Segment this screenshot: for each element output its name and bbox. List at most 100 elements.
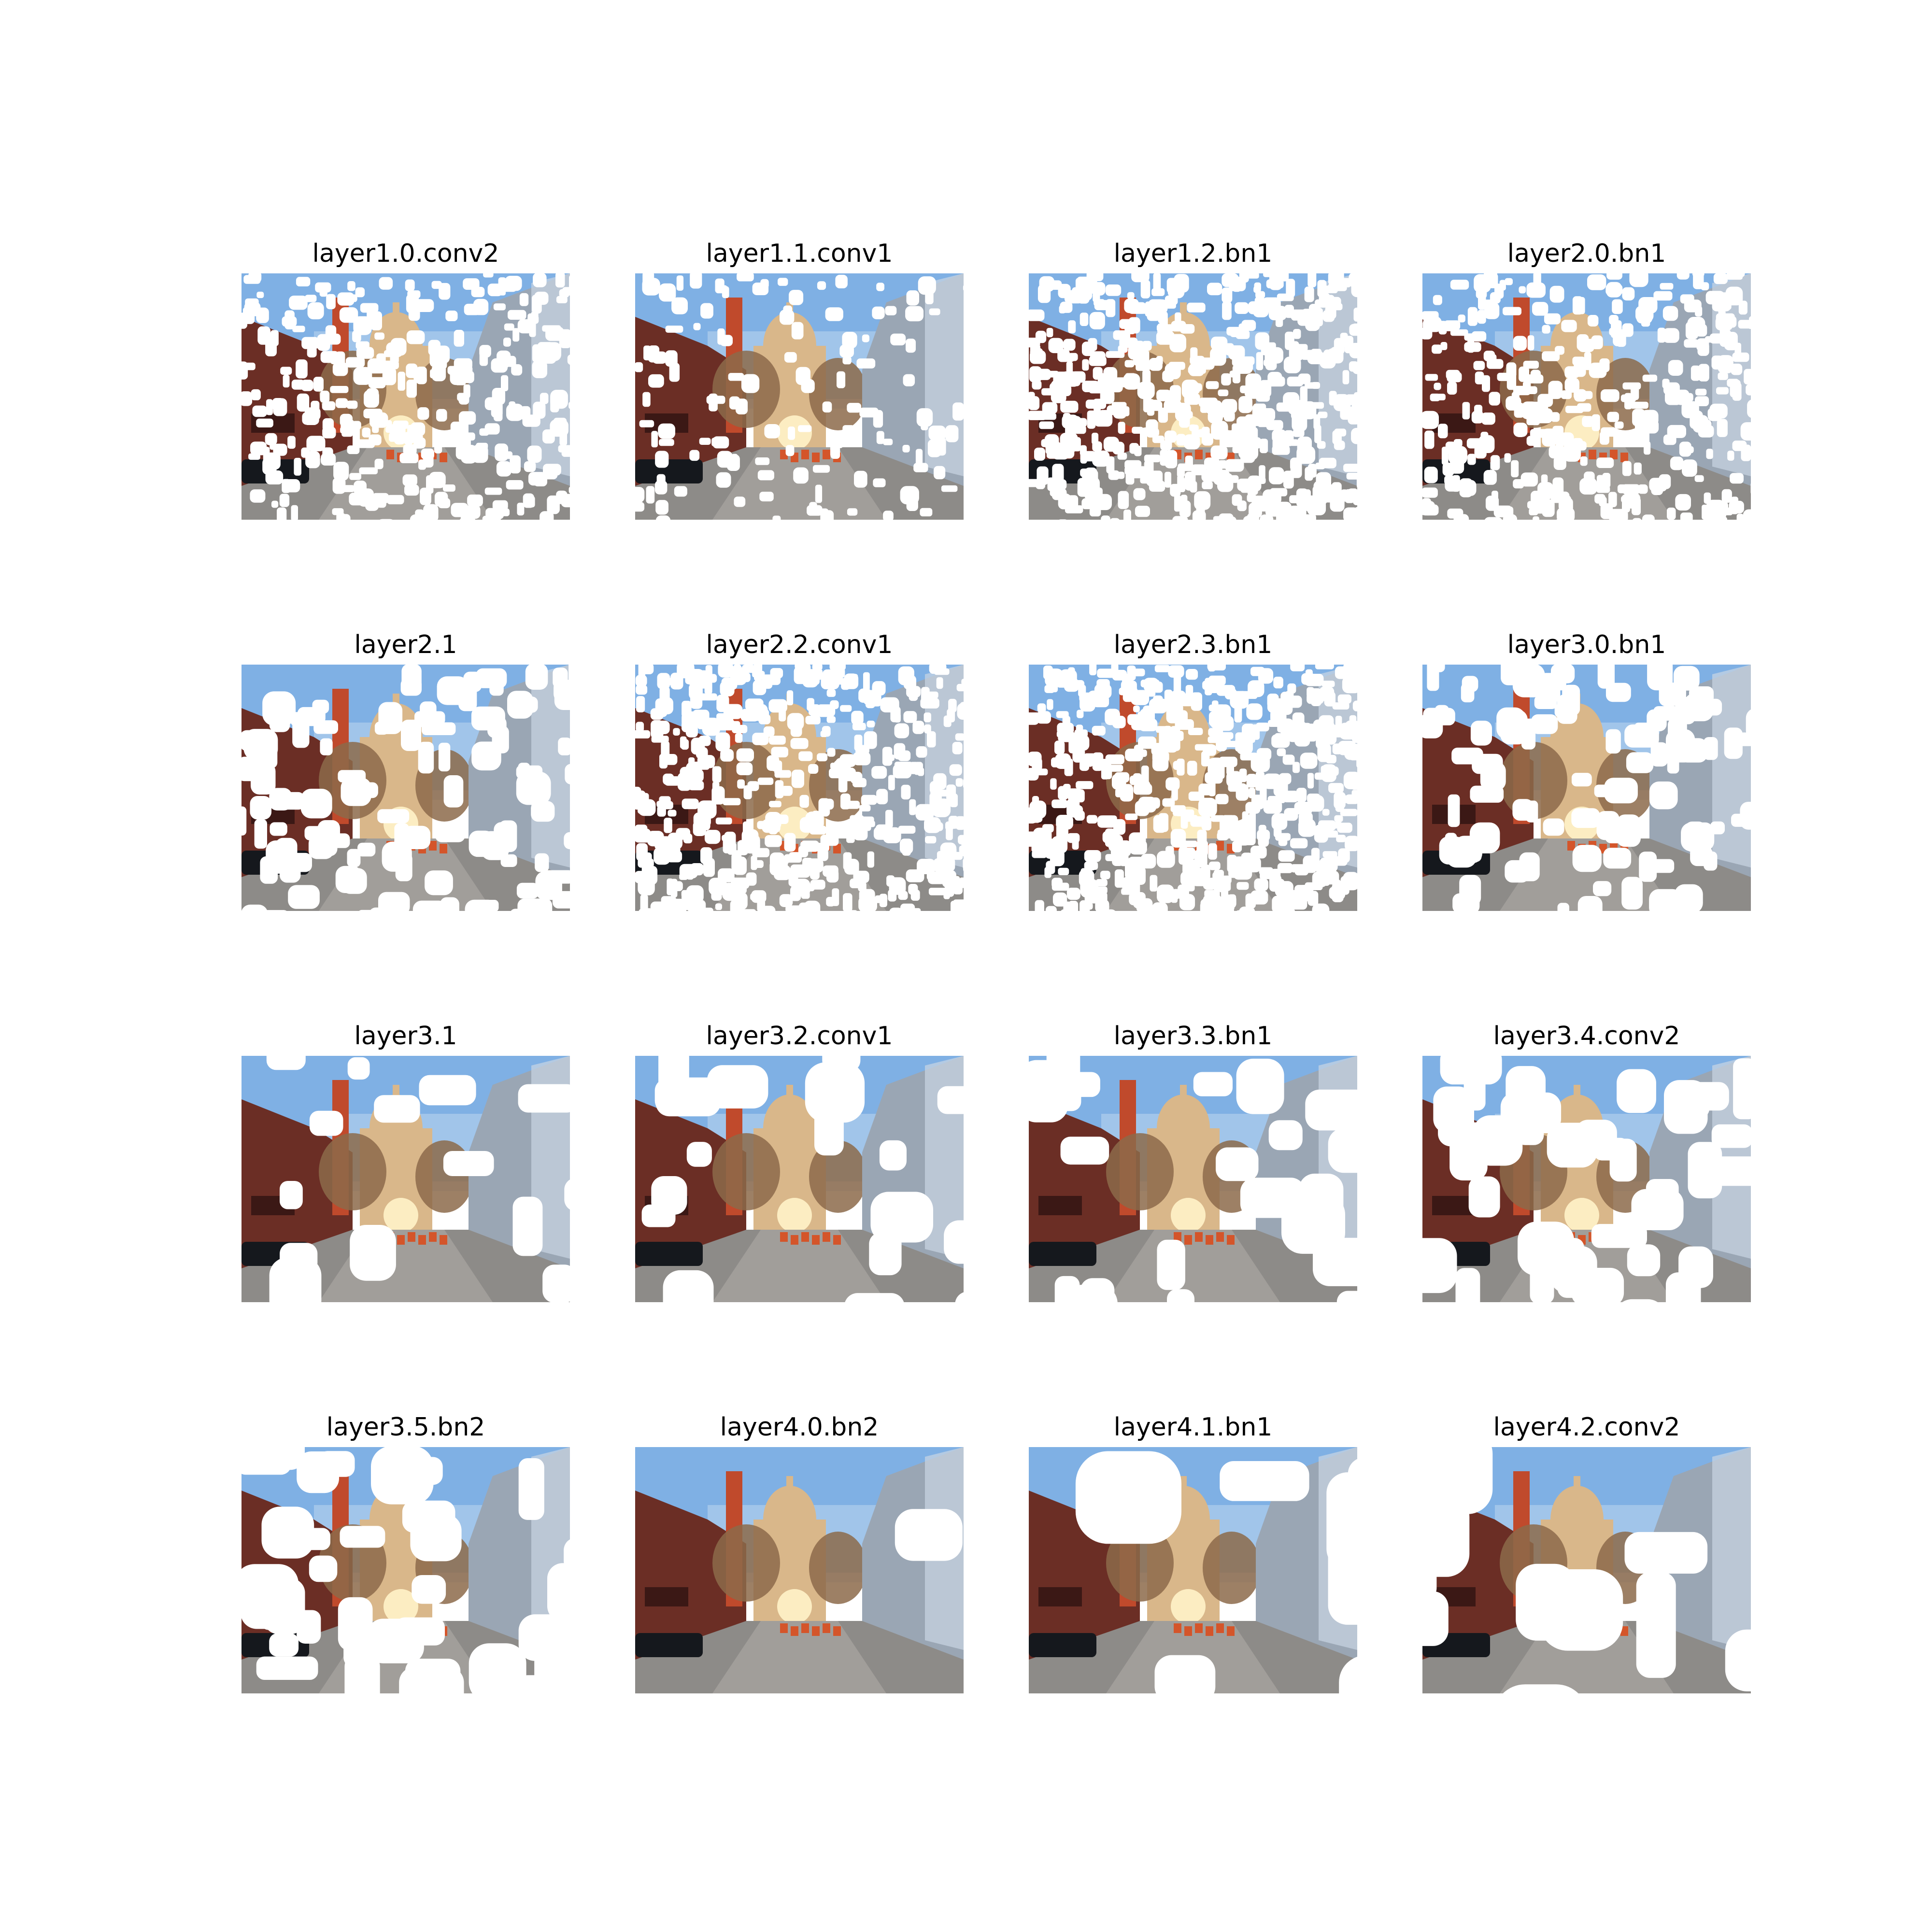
occlusion-blob [1072,838,1079,850]
occlusion-blob [1663,434,1676,445]
occlusion-blob [1153,682,1163,693]
occlusion-blob [1272,429,1287,443]
occlusion-blob [1561,320,1577,332]
occlusion-blob [1060,1136,1109,1165]
occlusion-blob [1678,1246,1713,1288]
occlusion-blob [1204,890,1220,898]
masked-street-image [1422,665,1751,911]
occlusion-blob [518,1458,544,1520]
traffic-barrier [1174,1232,1181,1242]
occlusion-blob [915,804,934,821]
occlusion-blob [770,858,788,872]
dome-lantern [1180,1476,1187,1495]
occlusion-blob [1555,346,1564,355]
occlusion-blob [1192,510,1206,520]
occlusion-blob [1240,1178,1305,1218]
traffic-barrier [833,844,841,853]
occlusion-blob [1131,690,1150,705]
occlusion-blob [1133,705,1140,712]
occlusion-blob [1674,884,1703,911]
occlusion-blob [950,793,958,808]
occlusion-blob [1229,278,1246,291]
occlusion-blob [1311,382,1321,389]
occlusion-blob [1630,401,1648,409]
occlusion-blob [1032,757,1042,771]
occlusion-blob [759,492,774,502]
occlusion-blob [1108,765,1123,772]
occlusion-blob [657,805,666,817]
occlusion-blob [1531,714,1558,734]
occlusion-blob [1484,302,1500,319]
occlusion-blob [1278,273,1289,282]
occlusion-blob [722,835,732,841]
occlusion-blob [1561,390,1572,399]
occlusion-blob [956,900,964,911]
occlusion-blob [753,860,764,868]
occlusion-blob [1263,489,1281,505]
occlusion-blob [850,815,857,825]
occlusion-blob [1179,694,1195,707]
occlusion-blob [686,866,694,880]
occlusion-blob [1210,347,1226,366]
occlusion-blob [1052,464,1064,483]
occlusion-blob [720,335,733,346]
occlusion-blob [734,497,746,507]
occlusion-blob [692,710,710,722]
occlusion-blob [636,684,648,695]
occlusion-blob [425,870,453,895]
occlusion-blob [313,305,323,312]
occlusion-blob [335,351,345,370]
occlusion-blob [356,347,374,359]
occlusion-blob [798,425,812,432]
traffic-barrier [1227,1235,1235,1245]
occlusion-blob [1660,283,1674,290]
occlusion-blob [1038,371,1046,379]
occlusion-blob [1236,882,1249,890]
occlusion-blob [899,838,913,854]
occlusion-blob [347,1057,370,1080]
occlusion-blob [1035,900,1044,911]
occlusion-blob [277,507,287,520]
occlusion-blob [330,386,349,393]
traffic-barrier [823,1232,830,1242]
occlusion-blob [1272,445,1290,455]
occlusion-blob [1290,457,1302,471]
occlusion-blob [511,364,523,376]
occlusion-blob [1319,457,1336,469]
tree-left [712,1524,780,1602]
occlusion-blob [1160,451,1175,461]
occlusion-blob [1609,1138,1637,1182]
occlusion-blob [867,721,875,728]
occlusion-blob [1622,382,1641,390]
occlusion-blob [454,329,464,347]
occlusion-blob [1077,276,1095,285]
occlusion-blob [787,836,796,849]
occlusion-blob [1318,820,1336,831]
occlusion-blob [320,390,330,403]
occlusion-blob [1670,456,1684,470]
occlusion-blob [1051,799,1068,809]
occlusion-blob [1439,836,1465,865]
occlusion-blob [1501,665,1522,685]
occlusion-blob [1511,460,1519,478]
occlusion-blob [440,897,459,911]
occlusion-blob [810,880,825,890]
occlusion-blob [1328,783,1344,793]
occlusion-blob [1328,273,1337,285]
occlusion-blob [476,442,488,450]
occlusion-blob [1124,324,1136,334]
occlusion-blob [301,337,319,349]
occlusion-blob [1587,315,1599,327]
occlusion-blob [1649,781,1678,810]
occlusion-blob [421,722,456,735]
occlusion-blob [458,393,469,405]
occlusion-blob [1238,444,1257,459]
occlusion-blob [412,1575,446,1604]
panel-title: layer3.1 [354,1022,457,1051]
occlusion-blob [1236,356,1255,366]
occlusion-blob [1054,384,1072,397]
occlusion-blob [1293,329,1301,339]
occlusion-blob [659,439,674,446]
traffic-barrier [823,1623,830,1633]
occlusion-blob [1151,743,1167,756]
